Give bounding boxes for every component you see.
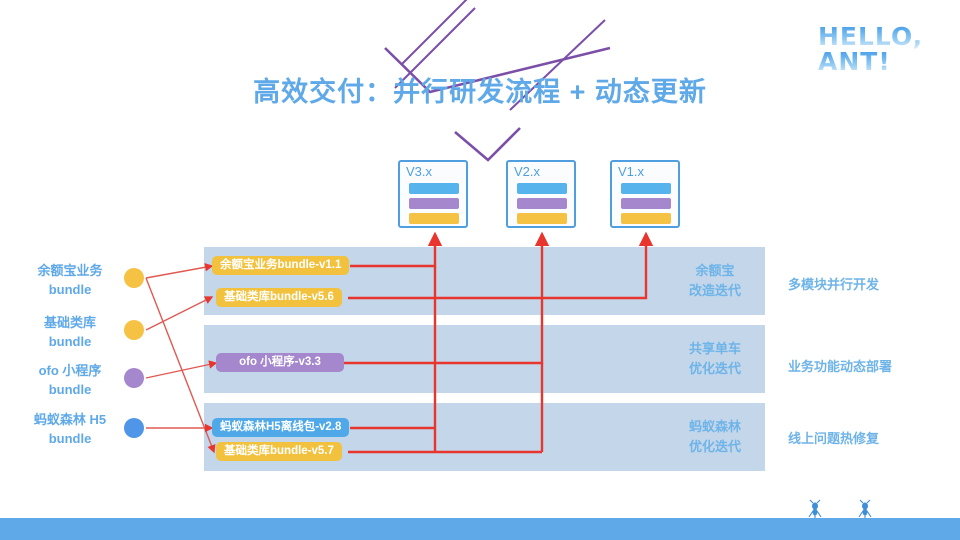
legend-line-2: bundle xyxy=(48,431,92,446)
legend-line-1: 蚂蚁森林 H5 xyxy=(33,412,107,427)
panel-label-line-2: 改造迭代 xyxy=(688,283,741,298)
bundle-tag[interactable]: 余额宝业务bundle-v1.1 xyxy=(212,256,350,275)
version-bar-blue xyxy=(621,183,671,194)
legend-dot-icon xyxy=(124,320,144,340)
legend-dot-icon xyxy=(124,418,144,438)
outcome-label-row-3: 线上问题热修复 xyxy=(788,431,880,446)
legend-dot-icon xyxy=(124,268,144,288)
decorative-chevrons xyxy=(360,0,640,162)
version-box-v2: V2.x xyxy=(506,160,576,228)
panel-label-line-2: 优化迭代 xyxy=(688,361,741,376)
logo-line-1: HELLO, xyxy=(818,24,946,49)
legend-line-2: bundle xyxy=(48,282,92,297)
version-bar-purple xyxy=(517,198,567,209)
version-label: V1.x xyxy=(618,164,645,179)
legend-line-2: bundle xyxy=(48,334,92,349)
bundle-tag[interactable]: ofo 小程序-v3.3 xyxy=(216,353,344,372)
version-bar-purple xyxy=(621,198,671,209)
legend-dot-icon xyxy=(124,368,144,388)
legend-line-1: ofo 小程序 xyxy=(38,363,102,378)
version-bar-purple xyxy=(409,198,459,209)
panel-label-line-1: 蚂蚁森林 xyxy=(688,419,741,434)
panel-label-line-1: 余额宝 xyxy=(695,263,735,278)
version-bar-yellow xyxy=(517,213,567,224)
panel-label-line-1: 共享单车 xyxy=(688,341,741,356)
panel-row-2-label: 共享单车 优化迭代 xyxy=(683,339,747,379)
panel-label-line-2: 优化迭代 xyxy=(688,439,741,454)
legend-line-1: 基础类库 xyxy=(43,315,96,330)
version-bar-blue xyxy=(517,183,567,194)
version-bar-yellow xyxy=(409,213,459,224)
version-label: V3.x xyxy=(406,164,433,179)
bundle-tag[interactable]: 基础类库bundle-v5.7 xyxy=(216,442,342,461)
panel-row-3-label: 蚂蚁森林 优化迭代 xyxy=(683,417,747,457)
panel-row-1-label: 余额宝 改造迭代 xyxy=(683,261,747,301)
version-bar-blue xyxy=(409,183,459,194)
bundle-tag[interactable]: 蚂蚁森林H5离线包-v2.8 xyxy=(212,418,350,437)
ant-icon-1 xyxy=(806,499,824,520)
ant-icon-2 xyxy=(856,499,874,520)
page-title: 高效交付：并行研发流程 + 动态更新 xyxy=(253,77,707,107)
version-box-v1: V1.x xyxy=(610,160,680,228)
brand-logo: HELLO, ANT! xyxy=(818,24,946,76)
footer-bar xyxy=(0,518,960,540)
version-bar-yellow xyxy=(621,213,671,224)
version-box-v3: V3.x xyxy=(398,160,468,228)
version-label: V2.x xyxy=(514,164,541,179)
bundle-tag[interactable]: 基础类库bundle-v5.6 xyxy=(216,288,342,307)
legend-line-2: bundle xyxy=(48,382,92,397)
outcome-label-row-1: 多模块并行开发 xyxy=(788,277,880,292)
legend-line-1: 余额宝业务 xyxy=(37,263,103,278)
outcome-label-row-2: 业务功能动态部署 xyxy=(788,359,893,374)
logo-line-2: ANT! xyxy=(818,49,946,74)
